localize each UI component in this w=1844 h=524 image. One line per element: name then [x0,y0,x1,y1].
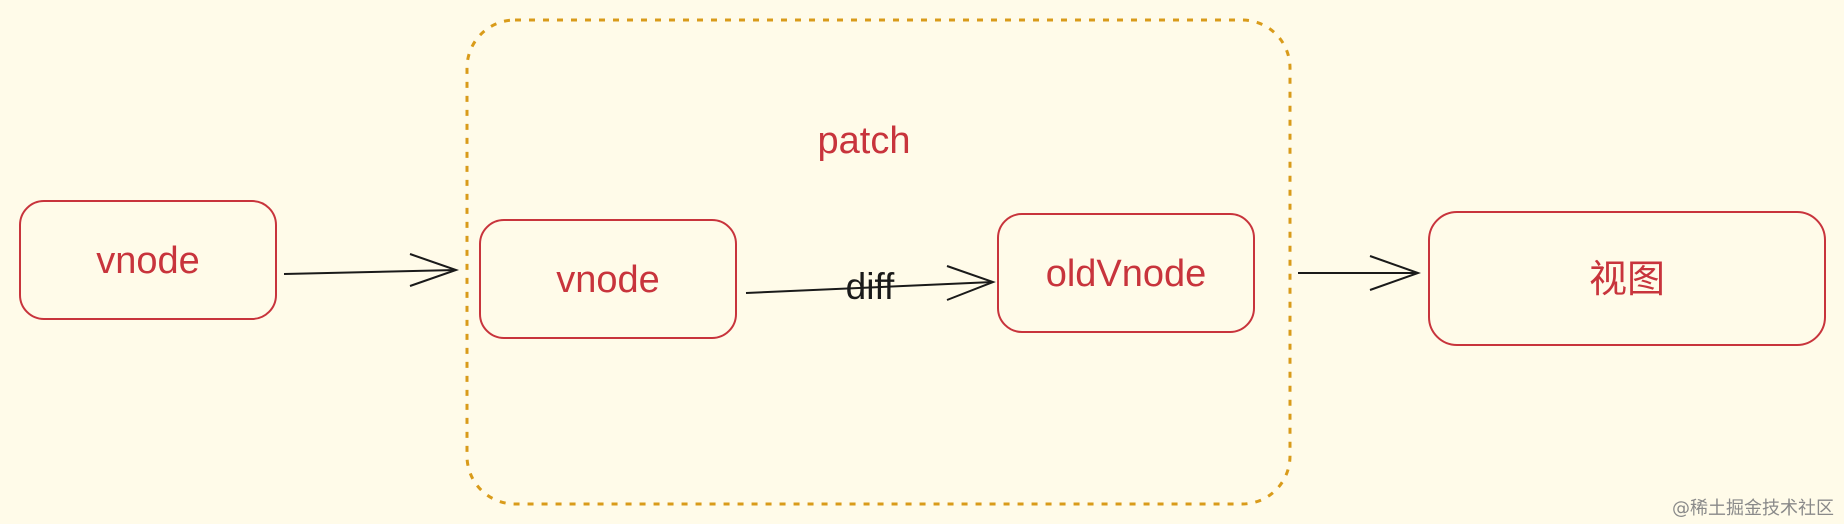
edge-input-to-patch [283,253,460,287]
node-view-box [1428,211,1826,346]
node-old-vnode-box [997,213,1255,333]
node-patch-vnode-box [479,219,737,339]
node-input-vnode[interactable]: vnode [19,200,277,320]
edge-input-to-patch-arrowhead [409,253,460,287]
patch-group-label: patch [818,120,911,162]
node-view-label: 视图 [1589,257,1665,301]
node-old-vnode[interactable]: oldVnode [997,213,1255,333]
patch-group-border [465,18,1292,506]
edge-diff: diff [745,265,996,307]
edge-patch-to-view [1298,255,1421,291]
node-view[interactable]: 视图 [1428,211,1826,346]
edge-patch-to-view-arrowhead [1369,255,1421,291]
node-old-vnode-label: oldVnode [1046,253,1207,295]
edge-diff-line [745,281,994,294]
node-input-vnode-label: vnode [96,240,200,282]
node-patch-vnode-label: vnode [556,259,660,301]
node-input-vnode-box [19,200,277,320]
edge-diff-arrowhead [946,265,996,301]
watermark-text: @稀土掘金技术社区 [1672,498,1834,519]
edge-diff-label: diff [846,266,895,307]
edge-input-to-patch-line [283,269,457,275]
node-patch-vnode[interactable]: vnode [479,219,737,339]
